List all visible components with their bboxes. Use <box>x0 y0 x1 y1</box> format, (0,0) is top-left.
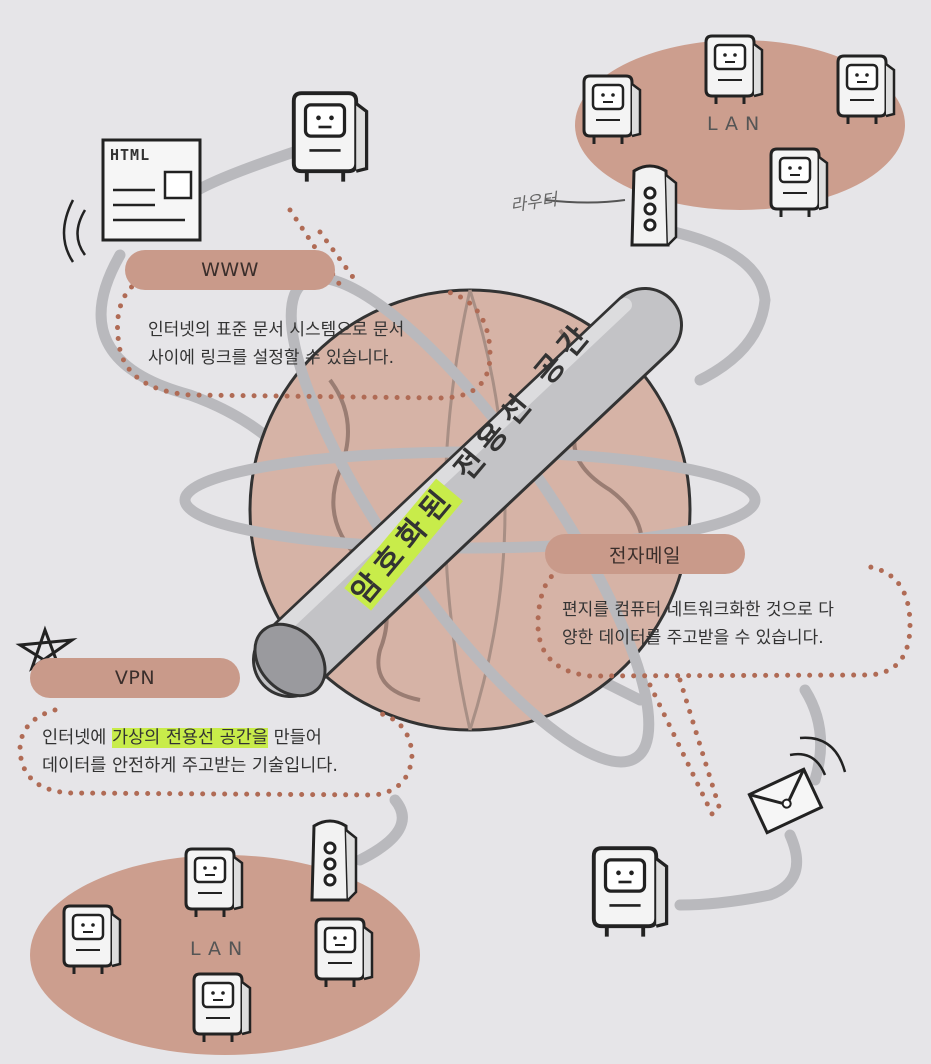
email-description: 편지를 컴퓨터 네트워크화한 것으로 다 양한 데이터를 주고받을 수 있습니다… <box>562 600 834 648</box>
computer-icon <box>582 74 642 146</box>
computer-icon <box>192 972 252 1044</box>
computer-icon <box>62 904 122 976</box>
computer-icon <box>836 54 896 126</box>
router-icon <box>630 164 678 247</box>
www-title: WWW <box>125 250 335 290</box>
lan-bottom-label: LAN <box>190 938 250 960</box>
vpn-tunnel <box>252 287 683 698</box>
vpn-title: VPN <box>30 658 240 698</box>
computer-icon <box>184 847 244 919</box>
envelope-icon <box>747 767 824 835</box>
computer-icon <box>591 846 669 939</box>
www-description: 인터넷의 표준 문서 시스템으로 문서 사이에 링크를 설정할 수 있습니다. <box>148 320 405 368</box>
computer-icon <box>291 91 369 184</box>
lan-bottom <box>30 855 420 1055</box>
vpn-description: 인터넷에 가상의 전용선 공간을 만들어 데이터를 안전하게 주고받는 기술입니… <box>42 728 338 776</box>
computer-icon <box>769 147 829 219</box>
computer-icon <box>314 917 374 989</box>
computer-icon <box>704 34 764 106</box>
email-title: 전자메일 <box>545 534 745 574</box>
html-document-label: HTML <box>110 146 151 164</box>
html-document-icon <box>62 138 202 263</box>
router-icon <box>310 819 358 902</box>
lan-top-label: LAN <box>707 113 767 135</box>
